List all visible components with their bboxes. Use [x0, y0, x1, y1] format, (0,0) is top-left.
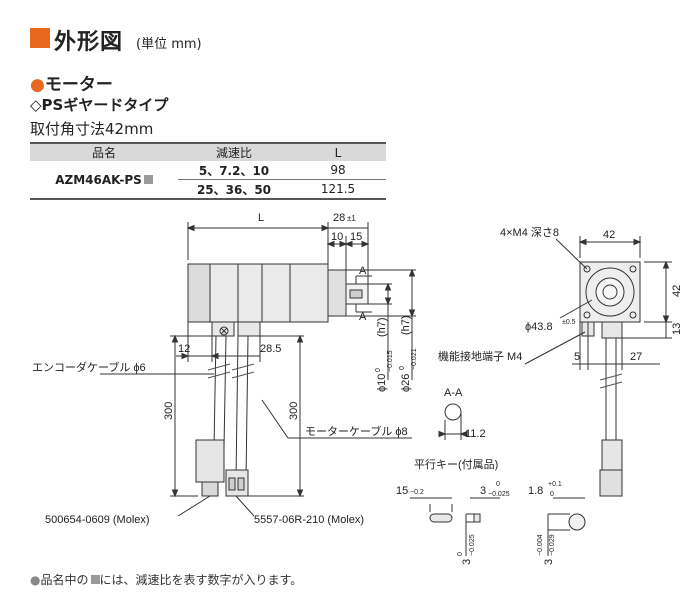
- dim-12: 12: [178, 343, 190, 355]
- dim-shaft26-fit: (h7): [400, 315, 412, 335]
- L-cell: 121.5: [290, 179, 386, 200]
- placeholder-square-icon: [143, 174, 153, 184]
- dim-shaft10-up: 0: [375, 368, 382, 372]
- dim-L: L: [258, 212, 264, 224]
- type-bold: PS: [41, 96, 64, 114]
- dim-28: 28: [333, 212, 345, 224]
- ground-terminal-label: 機能接地端子 M4: [438, 349, 522, 363]
- L-cell: 98: [290, 161, 386, 180]
- section-a-top: A: [359, 265, 367, 277]
- section-a-bottom: A: [359, 311, 367, 323]
- dim-shaft26-up: 0: [399, 366, 406, 370]
- page-title: 外形図: [54, 30, 124, 55]
- connector-2-label: 5557-06R-210 (Molex): [254, 514, 364, 526]
- key-1-8-lo: 0: [550, 491, 554, 498]
- diamond-icon: ◇: [30, 96, 42, 114]
- model-cell: AZM46AK-PS: [30, 161, 178, 200]
- col-ratio: 減速比: [178, 142, 290, 161]
- mount-hole: [583, 265, 591, 273]
- key-3c-lo: −0.029: [549, 534, 556, 556]
- key-15: 15: [396, 485, 408, 497]
- ratio-cell: 25、36、50: [178, 179, 290, 200]
- shaft-key: [349, 289, 363, 299]
- spec-table: 品名 減速比 L AZM46AK-PS 5、7.2、10 98 25、36、50…: [30, 142, 386, 200]
- bullet-icon: ●: [30, 573, 41, 587]
- note-post: には、減速比を表す数字が入ります。: [99, 573, 303, 587]
- mount-hole: [629, 265, 637, 273]
- type-rest: ギヤードタイプ: [63, 96, 169, 114]
- col-model: 品名: [30, 142, 178, 161]
- motor-cable-label: モーターケーブル ϕ8: [305, 424, 408, 438]
- type-heading: ◇PSギヤードタイプ: [30, 94, 168, 115]
- footnote: ●品名中のには、減速比を表す数字が入ります。: [30, 571, 302, 588]
- connector-1-label: 500654-0609 (Molex): [45, 514, 150, 526]
- dim-pcd-tol: ±0.5: [562, 319, 576, 326]
- key-3b-up: 0: [457, 552, 464, 556]
- dim-28-tol: ±1: [347, 214, 356, 223]
- dim-13: 13: [671, 323, 683, 335]
- table-row: AZM46AK-PS 5、7.2、10 98: [30, 161, 386, 200]
- encoder-cover: [187, 263, 211, 323]
- encoder-cable-label: エンコーダケーブル ϕ6: [32, 360, 146, 374]
- table-header-row: 品名 減速比 L: [30, 142, 386, 161]
- section-aa-label: A-A: [444, 387, 463, 399]
- dim-5: 5: [574, 351, 580, 363]
- dim-shaft10-fit: (h7): [376, 317, 388, 337]
- key-15-tol: −0.2: [410, 489, 424, 496]
- table-row: 25、36、50 121.5: [30, 179, 386, 200]
- key-3b: 3: [461, 559, 473, 565]
- placeholder-square-icon: [90, 575, 100, 584]
- dim-42-side: 42: [671, 285, 683, 297]
- key-1-8-up: +0.1: [548, 481, 562, 488]
- motor-body: [187, 263, 329, 323]
- category-heading: ●モーター: [30, 70, 113, 95]
- key-top: [429, 513, 453, 523]
- category-label: モーター: [44, 75, 113, 95]
- bullet-icon: ●: [30, 75, 45, 95]
- dim-shaft10: ϕ10: [376, 374, 388, 392]
- key-title: 平行キー(付属品): [414, 458, 498, 471]
- ratio-cell: 5、7.2、10: [178, 161, 290, 180]
- dim-300-a: 300: [163, 402, 175, 420]
- key-3-up: 0: [496, 481, 500, 488]
- dim-shaft26-lo: −0.021: [411, 348, 418, 370]
- key-1-8: 1.8: [528, 485, 543, 497]
- pilot-circle: [585, 267, 635, 317]
- dim-300-b: 300: [288, 402, 300, 420]
- key-3-lo: −0.025: [488, 491, 510, 498]
- dim-42-top: 42: [603, 229, 615, 241]
- mount-hole: [629, 311, 637, 319]
- dim-shaft10-lo: −0.015: [387, 350, 394, 372]
- model-name: AZM46AK-PS: [55, 172, 142, 187]
- dim-4xM4: 4×M4 深さ8: [500, 226, 559, 239]
- dim-pcd: ϕ43.8: [525, 321, 553, 333]
- dim-11-2: 11.2: [465, 428, 486, 440]
- gear-flange: [327, 269, 347, 317]
- key-3: 3: [480, 485, 486, 497]
- key-groove: [568, 513, 586, 531]
- note-pre: 品名中の: [40, 573, 89, 587]
- mount-size: 取付角寸法42mm: [30, 120, 154, 138]
- dim-10: 10: [331, 231, 343, 243]
- key-3c-up: −0.004: [537, 534, 544, 556]
- dim-15: 15: [350, 231, 362, 243]
- dim-27: 27: [630, 351, 642, 363]
- ground-mark-icon: [219, 326, 229, 336]
- dim-shaft26: ϕ26: [400, 374, 412, 392]
- key-3c: 3: [543, 559, 555, 565]
- encoder-connector: [195, 439, 225, 483]
- title-marker: [30, 28, 50, 48]
- key-3b-lo: −0.025: [469, 534, 476, 556]
- col-L: L: [290, 142, 386, 161]
- dim-28-5: 28.5: [260, 343, 281, 355]
- unit-label: (単位 mm): [136, 37, 202, 52]
- mount-hole: [583, 311, 591, 319]
